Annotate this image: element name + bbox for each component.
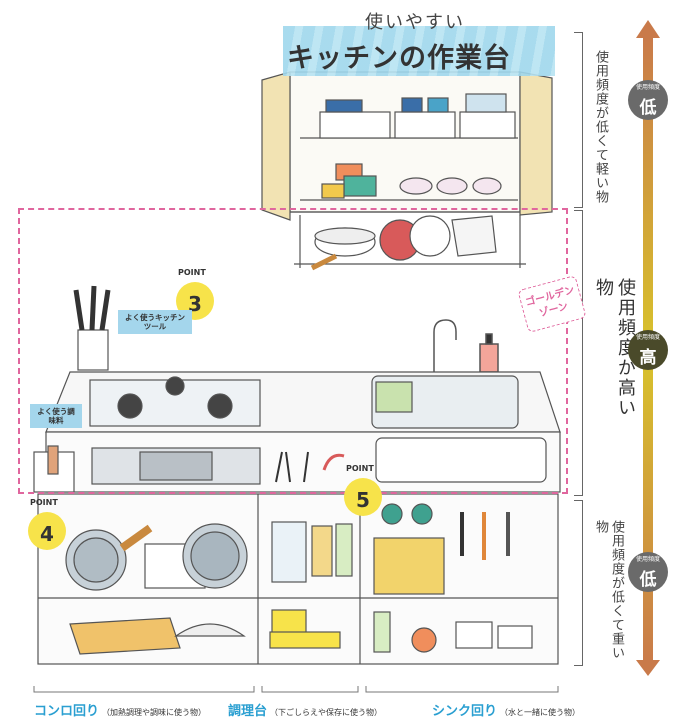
point-5-badge: POINT 5: [344, 464, 382, 516]
title-subtitle: 使いやすい: [365, 12, 465, 33]
upper-zone-bracket: [574, 32, 583, 208]
frequency-caption: 使用頻度: [635, 334, 660, 341]
upper-zone-note: 使用頻度が低くて軽い物: [593, 50, 608, 204]
frequency-low-label: 低: [639, 98, 657, 118]
bottom-label-prep: 調理台（下ごしらえや保存に使う物）: [228, 700, 382, 719]
lower-zone-bracket: [574, 500, 583, 666]
counter-front: [33, 431, 561, 493]
title-main: キッチンの作業台: [287, 43, 511, 74]
frequency-caption: 使用頻度: [635, 84, 660, 91]
title-highlight: [283, 26, 555, 76]
lower-zone-note: 使用頻度が低くて重い物: [593, 520, 624, 660]
hanging-rack: [294, 215, 526, 271]
point-tag: POINT: [178, 268, 206, 277]
utensil-holder: [73, 285, 111, 371]
frequency-low-label: 低: [639, 570, 657, 590]
bottom-label-stove: コンロ回り（加熱調理や調味に使う物）: [34, 700, 206, 719]
middle-zone-note: 使用頻度が高い物: [593, 278, 636, 418]
frequency-high: 使用頻度 高: [628, 330, 668, 370]
golden-zone-frame: [18, 208, 568, 494]
point-3-callout: よく使うキッチンツール: [118, 310, 192, 334]
point-tag: POINT: [30, 498, 58, 507]
frequency-low-bottom: 使用頻度 低: [628, 552, 668, 592]
upper-cabinet: [261, 71, 553, 221]
point-number: 5: [356, 488, 370, 512]
bottom-brackets: [33, 686, 559, 693]
point-tag: POINT: [346, 464, 374, 473]
page-title: 使いやすい キッチンの作業台: [275, 8, 560, 80]
point-4-callout: よく使う調味料: [30, 404, 82, 428]
faucet: [433, 319, 499, 373]
bottom-label-text: コンロ回り: [34, 704, 100, 719]
middle-zone-bracket: [574, 210, 583, 496]
bottom-label-text: シンク回り: [432, 704, 498, 719]
lower-cabinets: [37, 493, 559, 665]
bottom-label-note: （加熱調理や調味に使う物）: [102, 708, 207, 717]
frequency-low-top: 使用頻度 低: [628, 80, 668, 120]
bottom-label-note: （水と一緒に使う物）: [500, 708, 581, 717]
point-number: 4: [40, 522, 54, 546]
frequency-high-label: 高: [639, 348, 657, 368]
bottom-label-note: （下ごしらえや保存に使う物）: [270, 708, 383, 717]
point-4-badge: POINT 4: [28, 498, 66, 550]
counter: [45, 371, 561, 433]
bottom-label-text: 調理台: [228, 704, 268, 719]
bottom-label-sink: シンク回り（水と一緒に使う物）: [432, 700, 580, 719]
frequency-caption: 使用頻度: [635, 556, 660, 563]
